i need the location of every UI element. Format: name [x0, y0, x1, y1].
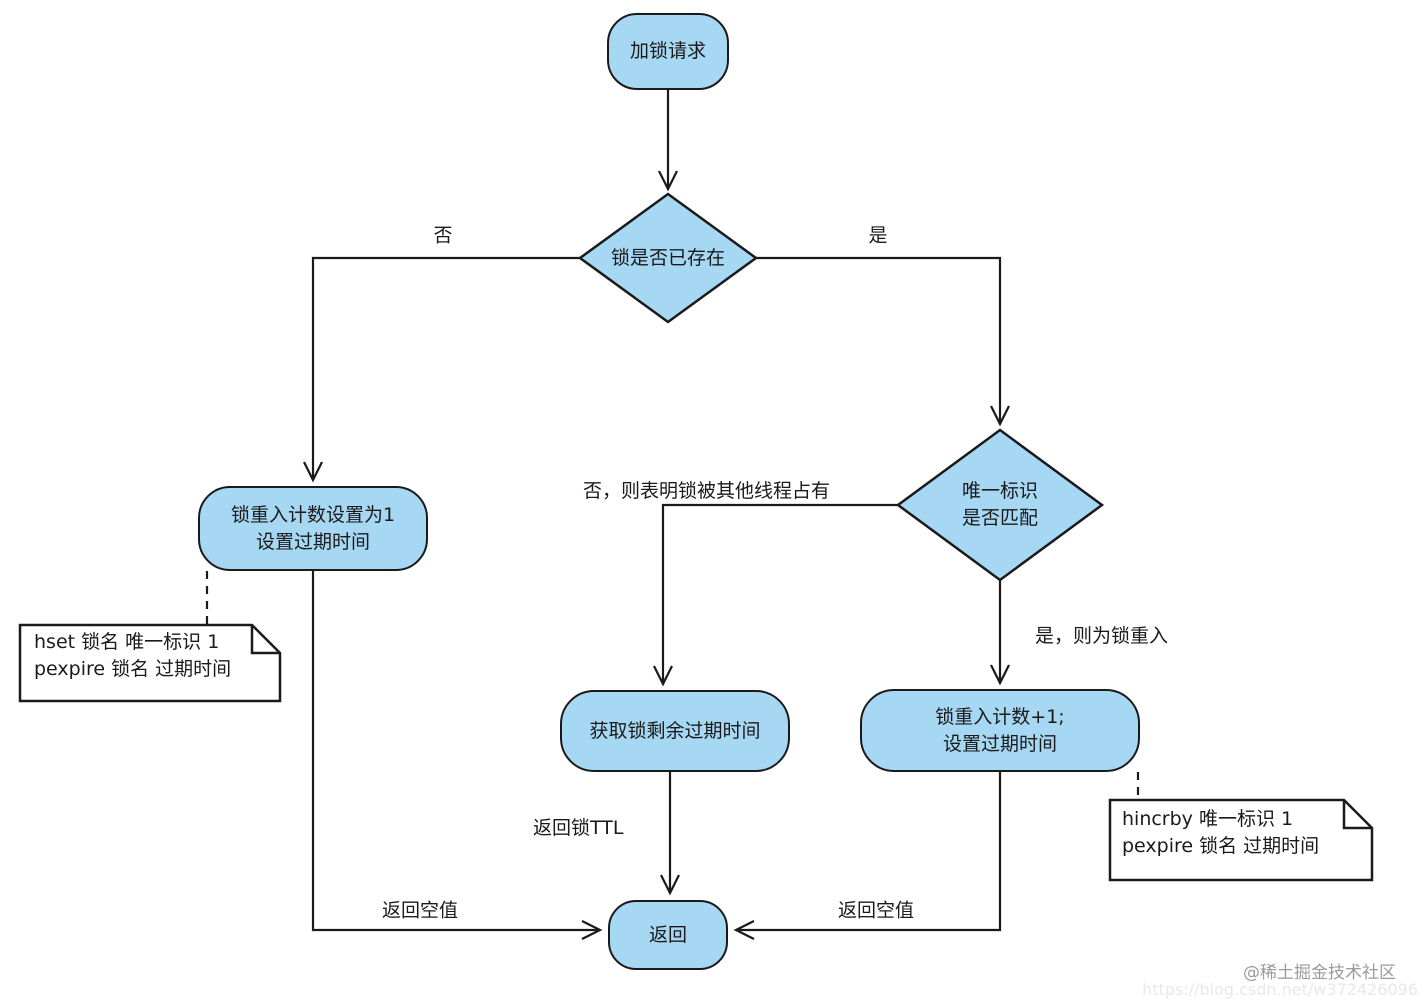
edge-setcount-to-return: [311, 571, 603, 940]
hincrby-note-shape: [1108, 798, 1374, 882]
edge-label-no: 否: [433, 224, 453, 247]
node-increment-count: 锁重入计数+1; 设置过期时间: [860, 689, 1140, 772]
edge-label-yes: 是: [868, 224, 888, 247]
hincrby-note-text: hincrby 唯一标识 1 pexpire 锁名 过期时间: [1122, 806, 1319, 860]
node-lock-request-label: 加锁请求: [629, 40, 706, 62]
hset-note-fold: [250, 625, 280, 655]
edge-label-no-other-thread: 否，则表明锁被其他线程占有: [583, 480, 831, 502]
node-return-label: 返回: [648, 923, 687, 946]
url-watermark: https://blog.csdn.net/w372426096: [1142, 980, 1418, 999]
node-set-reentrant-count-line2: 设置过期时间: [255, 530, 370, 553]
hincrby-note-fold: [1342, 800, 1372, 830]
edge-incr-to-return: [733, 772, 1002, 940]
edge-label-yes-reentrant: 是，则为锁重入: [1035, 625, 1169, 647]
hset-note-text: hset 锁名 唯一标识 1 pexpire 锁名 过期时间: [34, 629, 231, 683]
node-increment-count-line2: 设置过期时间: [942, 732, 1057, 755]
community-watermark: @稀土掘金技术社区: [1243, 963, 1396, 983]
hincrby-note-line2: pexpire 锁名 过期时间: [1122, 835, 1320, 857]
node-return: 返回: [608, 900, 728, 970]
hset-note-line1: hset 锁名 唯一标识 1: [34, 631, 220, 653]
node-increment-count-line1: 锁重入计数+1;: [935, 705, 1065, 728]
node-lock-request: 加锁请求: [607, 13, 729, 90]
node-set-reentrant-count: 锁重入计数设置为1 设置过期时间: [198, 486, 428, 571]
lock-exists-decision-shape: [577, 192, 759, 324]
edge-yes-to-match: [756, 256, 1010, 427]
edge-no-to-setcount: [303, 256, 580, 483]
edge-label-return-lock-ttl: 返回锁TTL: [533, 817, 624, 839]
hset-note-line2: pexpire 锁名 过期时间: [34, 658, 232, 680]
edge-label-return-empty-left: 返回空值: [381, 899, 459, 922]
edge-label-return-empty-right: 返回空值: [837, 899, 915, 922]
node-set-reentrant-count-line1: 锁重入计数设置为1: [230, 503, 396, 526]
edge-nomatch-to-getttl: [653, 503, 898, 687]
hincrby-note-line1: hincrby 唯一标识 1: [1122, 808, 1294, 830]
hset-note-shape: [18, 623, 282, 703]
node-get-remaining-ttl-label: 获取锁剩余过期时间: [589, 719, 761, 742]
identifier-match-decision-shape: [895, 428, 1105, 582]
node-get-remaining-ttl: 获取锁剩余过期时间: [560, 690, 790, 772]
